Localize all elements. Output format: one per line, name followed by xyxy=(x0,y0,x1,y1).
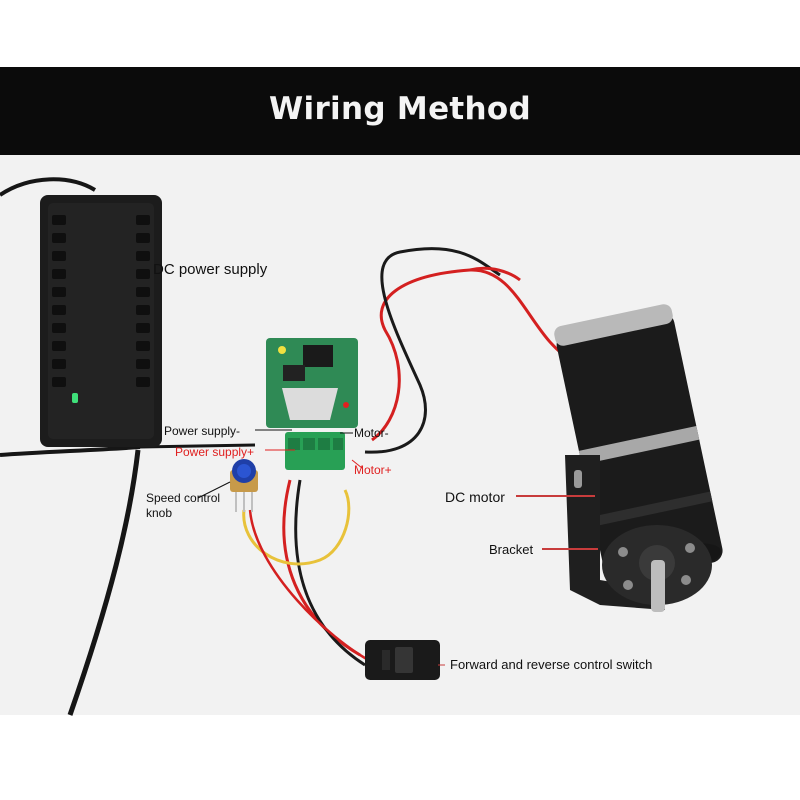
label-dc-motor: DC motor xyxy=(445,489,505,505)
label-speed-control-knob: Speed control knob xyxy=(146,491,220,521)
pwm-controller-board xyxy=(266,338,358,470)
dc-power-supply-brick xyxy=(40,195,162,447)
power-input-cable xyxy=(0,177,97,197)
bottom-margin xyxy=(0,715,800,800)
motor-wire-black xyxy=(364,247,501,454)
label-speed-control-line1: Speed control xyxy=(146,491,221,505)
switch-wire-yellow xyxy=(242,489,351,566)
forward-reverse-switch xyxy=(365,640,440,680)
label-speed-control-line2: knob xyxy=(146,506,173,520)
motor-shaft xyxy=(651,560,665,612)
switch-wire-black xyxy=(294,479,366,667)
dc-motor xyxy=(554,304,723,612)
label-bracket: Bracket xyxy=(489,542,534,557)
switch-wire-red-2 xyxy=(248,509,373,664)
label-power-supply-plus: Power supply+ xyxy=(175,445,255,459)
power-led xyxy=(72,393,78,403)
power-lead-wire xyxy=(139,443,256,449)
label-motor-plus: Motor+ xyxy=(354,463,392,477)
vent-slots xyxy=(52,215,150,387)
speed-control-knob xyxy=(230,459,258,512)
power-output-cable xyxy=(0,445,141,457)
title-bar: Wiring Method xyxy=(0,67,800,155)
label-dc-power-supply: DC power supply xyxy=(153,261,268,278)
motor-bracket xyxy=(565,455,665,610)
motor-wire-red xyxy=(371,268,576,442)
label-forward-reverse-switch: Forward and reverse control switch xyxy=(450,657,653,672)
power-cable xyxy=(67,449,141,716)
page-title: Wiring Method xyxy=(269,91,531,127)
top-margin xyxy=(0,0,800,67)
label-pointer-lines xyxy=(197,429,598,666)
motor-wire-red-end xyxy=(469,266,521,282)
label-power-supply-minus: Power supply- xyxy=(164,424,241,438)
label-motor-minus: Motor- xyxy=(354,426,389,440)
